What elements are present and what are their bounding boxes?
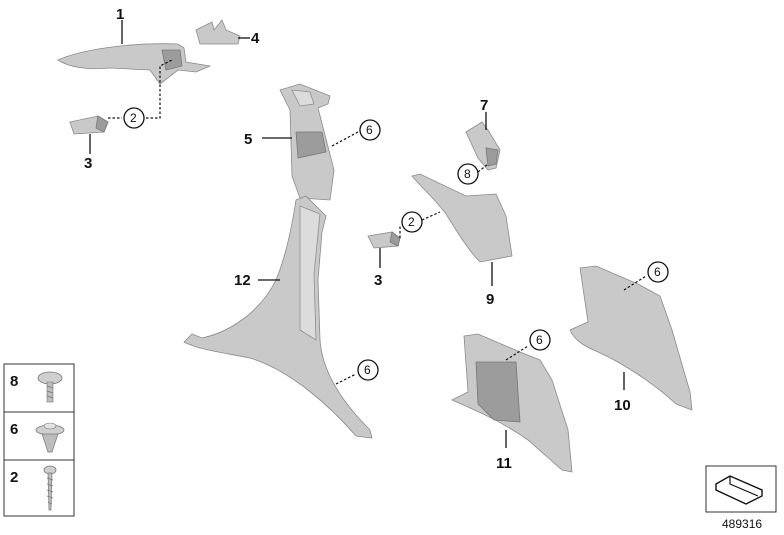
callout-10: 10 [614,397,631,414]
part-11-trim [451,333,573,473]
callout-4: 4 [251,30,260,47]
callout-9: 9 [486,291,494,308]
callout-12: 12 [234,272,251,289]
callout-6-upper: 6 [366,123,373,137]
part-4-bracket [195,19,241,45]
part-7-cover [465,121,501,171]
legend-label-6: 6 [10,421,18,438]
callout-8-diagram: 8 [464,167,471,181]
callout-11: 11 [496,455,512,472]
callout-7: 7 [480,97,488,114]
part-3-clip-upper [69,115,109,135]
callout-3-upper: 3 [84,155,92,172]
callout-3-lower: 3 [374,272,382,289]
reference-box: 489316 [705,465,777,531]
callout-6-lower-right: 6 [654,265,661,279]
callout-1: 1 [116,6,124,23]
screw-2-icon [43,465,57,511]
callout-6-lower-left: 6 [364,363,371,377]
legend-label-8: 8 [10,373,18,390]
part-12-pillar-lower [183,195,373,439]
reference-number: 489316 [722,517,762,531]
part-3-clip-lower [367,231,401,249]
legend-label-2: 2 [10,469,18,486]
screw-8-icon [37,371,63,403]
part-1-trim [57,43,212,85]
callout-5: 5 [244,131,252,148]
part-5-pillar-upper [279,83,335,201]
callout-2-lower: 2 [408,215,415,229]
callout-2-upper: 2 [130,111,137,125]
clip-6-icon [35,422,65,453]
part-10-trim [569,265,693,411]
part-9-trim [411,173,513,263]
fastener-legend: 8 6 2 [3,363,75,517]
callout-6-lower-mid: 6 [536,333,543,347]
